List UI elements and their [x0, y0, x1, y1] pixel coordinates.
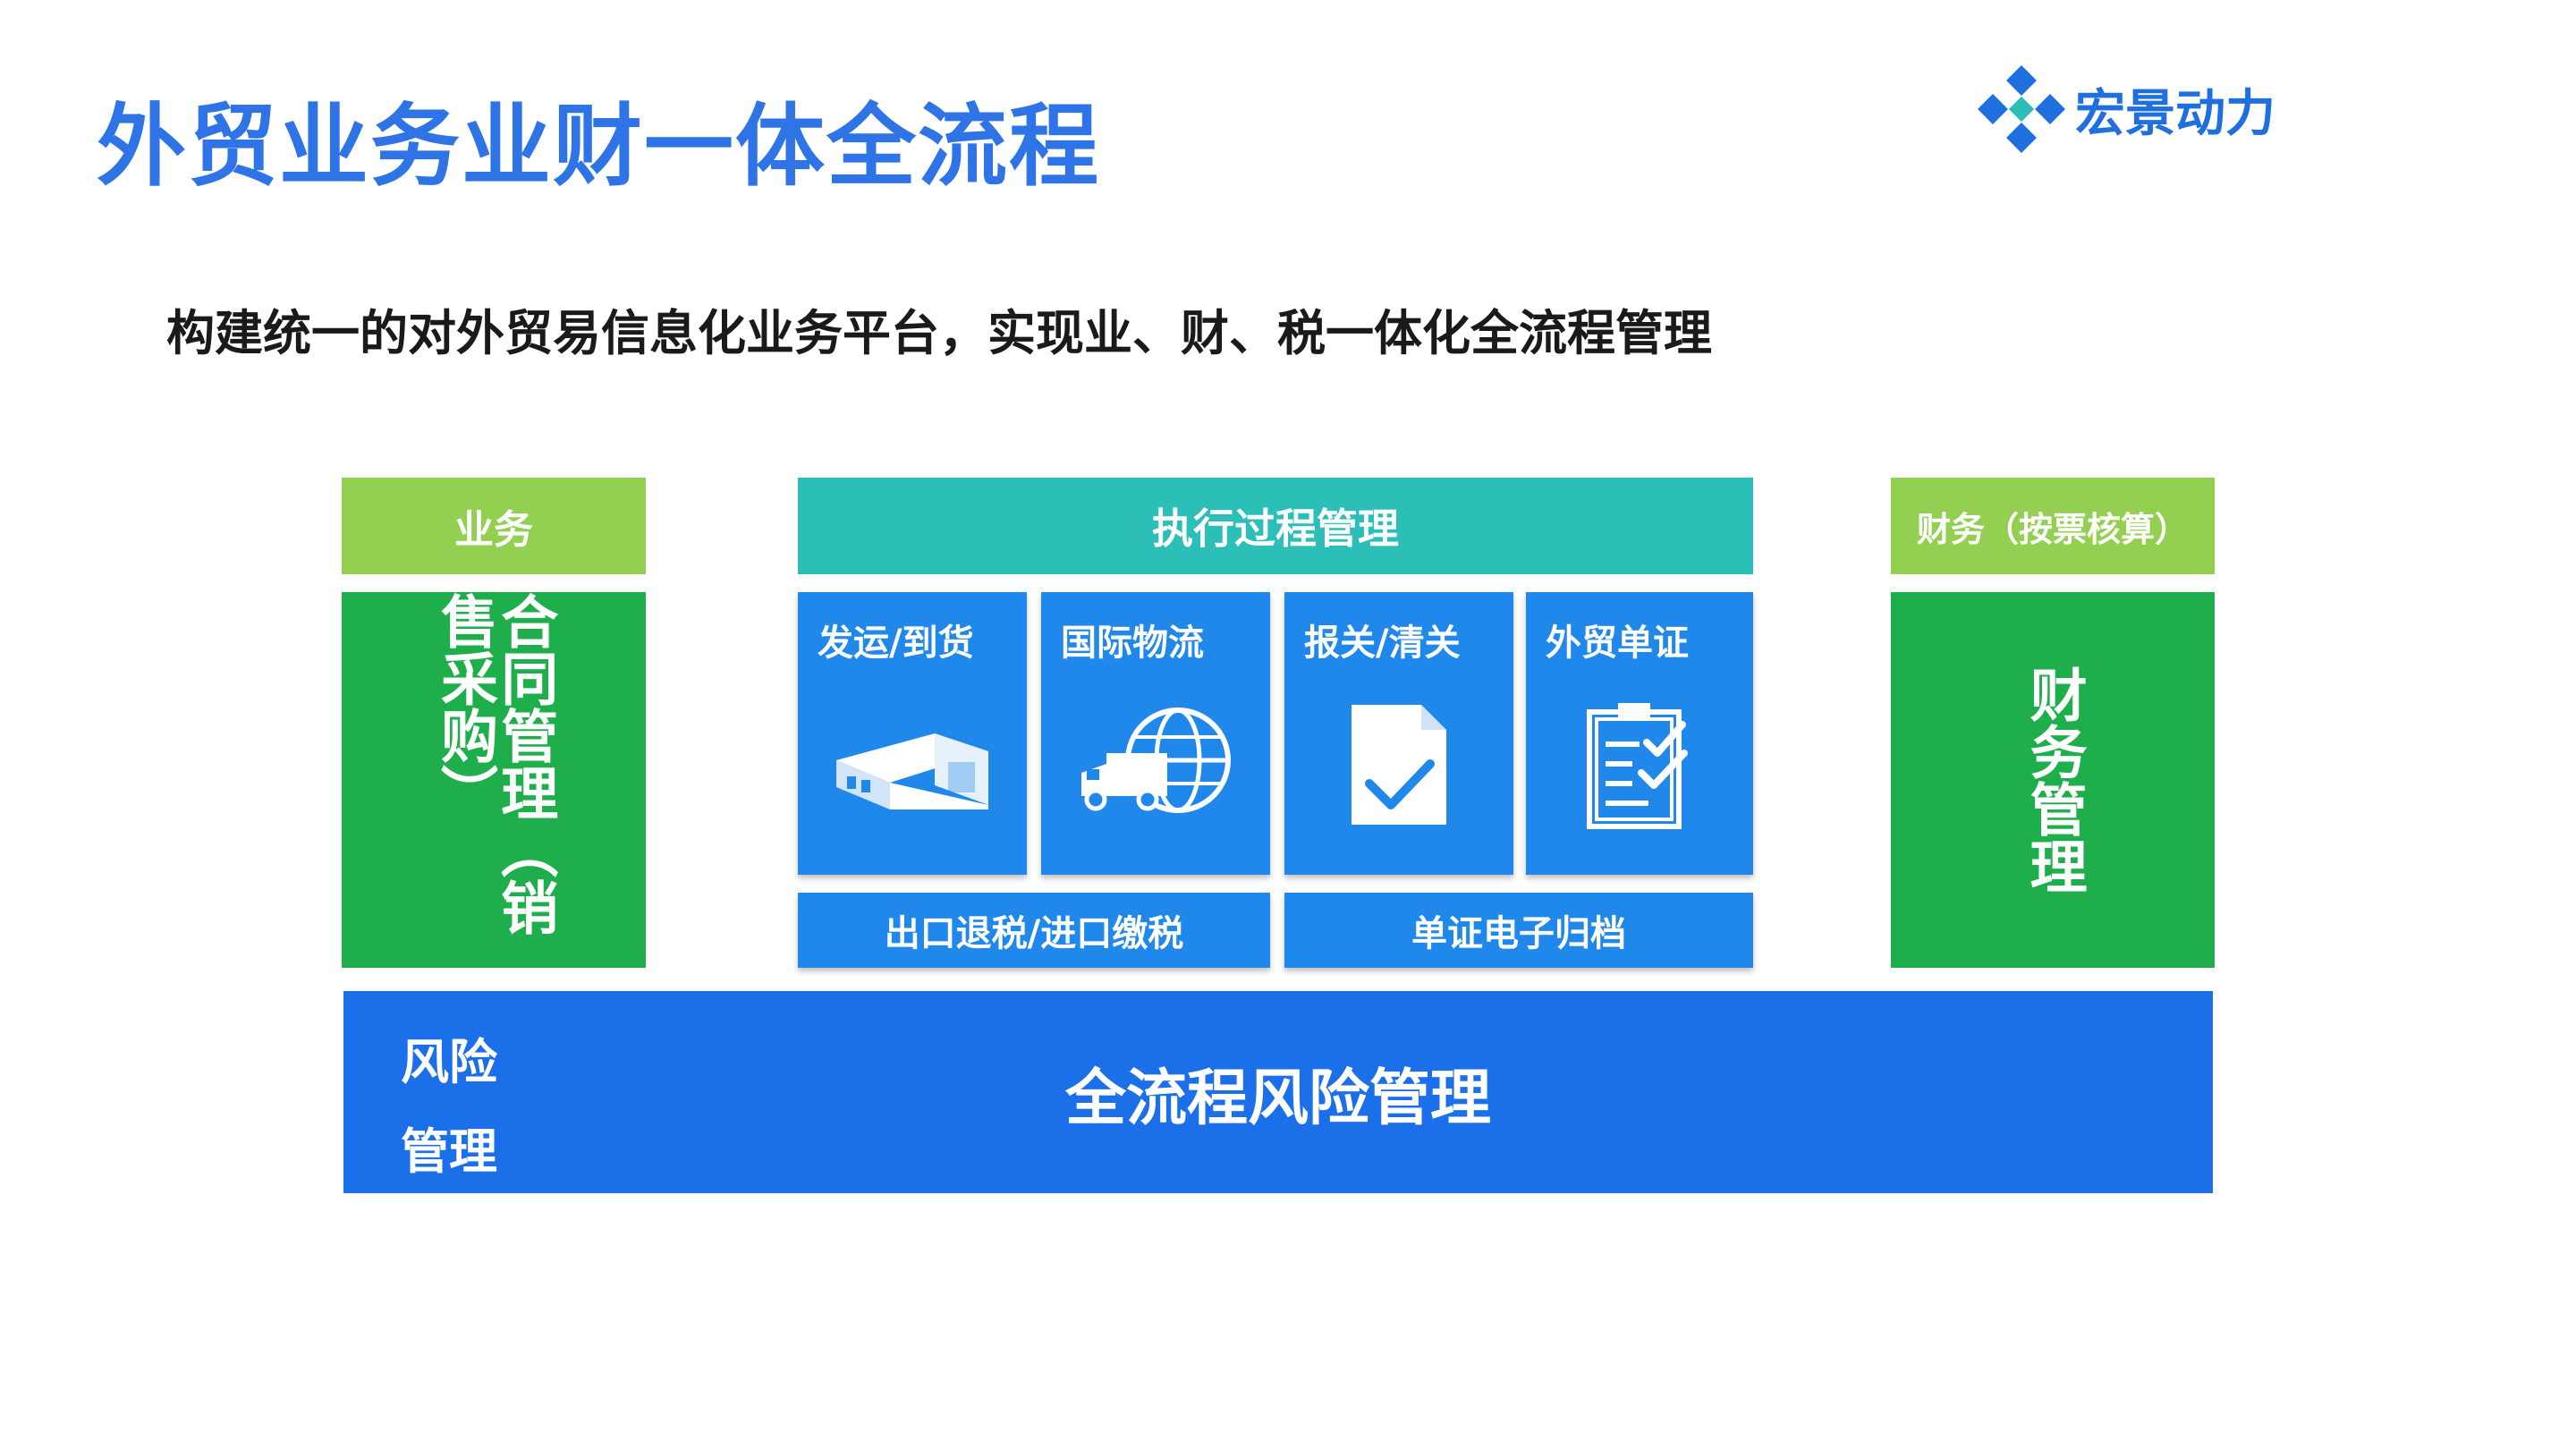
contract-management-label: 合同管理（销售采购）: [431, 592, 558, 936]
execution-header: 执行过程管理: [798, 478, 1753, 574]
tile-customs: 报关/清关: [1284, 592, 1513, 875]
page-title: 外贸业务业财一体全流程: [97, 94, 1100, 199]
subtitle: 构建统一的对外贸易信息化业务平台，实现业、财、税一体化全流程管理: [166, 305, 1712, 361]
e-archive-bar: 单证电子归档: [1284, 893, 1753, 968]
tile-customs-label: 报关/清关: [1304, 623, 1461, 664]
clipboard-checklist-icon: [1587, 703, 1688, 829]
tile-trade-documents: 外贸单证: [1526, 592, 1753, 875]
tile-trade-documents-label: 外贸单证: [1546, 623, 1689, 664]
document-check-icon: [1352, 705, 1446, 825]
finance-management-label: 财务管理: [2020, 665, 2087, 894]
risk-side-label-line2: 管理: [401, 1123, 497, 1180]
contract-management-box: 合同管理（销售采购）: [342, 592, 646, 968]
risk-side-label-line1: 风险: [401, 1034, 497, 1090]
company-logo: 宏景动力: [1977, 55, 2275, 163]
tile-shipping: 发运/到货: [798, 592, 1027, 875]
tile-shipping-label: 发运/到货: [818, 623, 974, 664]
tile-logistics-label: 国际物流: [1061, 623, 1204, 664]
truck-globe-icon: [1081, 708, 1231, 813]
tax-refund-bar: 出口退税/进口缴税: [798, 893, 1270, 968]
finance-management-box: 财务管理: [1891, 592, 2215, 968]
logo-text: 宏景动力: [2075, 84, 2275, 143]
risk-side-label: 风险 管理: [401, 1018, 526, 1197]
risk-management-bar: 风险 管理 全流程风险管理: [343, 991, 2213, 1193]
business-header: 业务: [342, 478, 646, 574]
logo-mark-icon: [1978, 65, 2065, 153]
risk-main-label: 全流程风险管理: [1064, 1063, 1491, 1134]
tile-logistics: 国际物流: [1041, 592, 1270, 875]
finance-header: 财务（按票核算）: [1891, 478, 2215, 574]
warehouse-icon: [836, 733, 988, 809]
